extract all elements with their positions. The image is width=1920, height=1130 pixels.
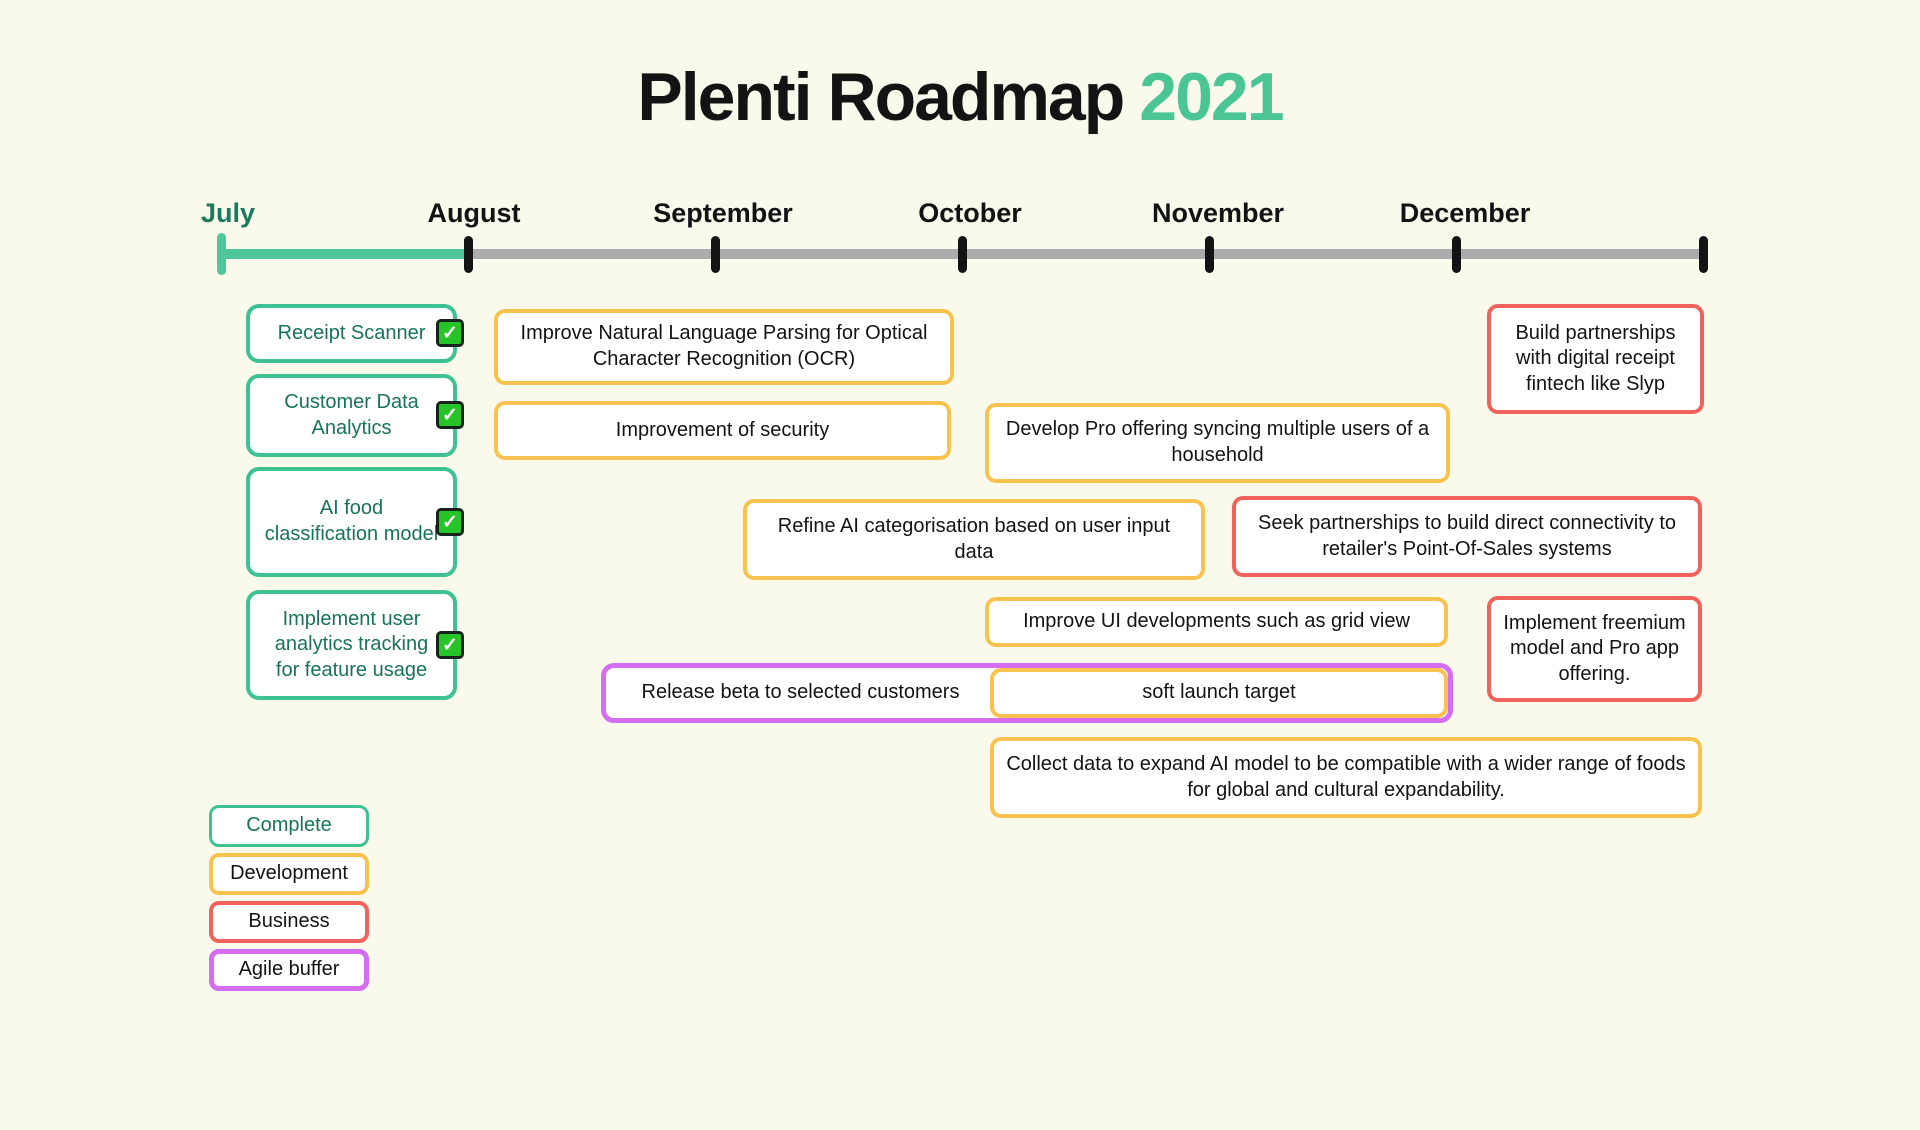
timeline-tick-november	[1205, 236, 1214, 273]
task-seek-pos-partnerships: Seek partnerships to build direct connec…	[1232, 496, 1702, 577]
month-label-november: November	[1151, 198, 1285, 228]
legend-label: Development	[230, 862, 348, 885]
task-label: Customer Data Analytics	[284, 390, 419, 439]
timeline-progress-segment	[222, 249, 469, 259]
task-label: Implement user analytics tracking for fe…	[274, 607, 429, 681]
timeline-tick-end	[1699, 236, 1708, 273]
checkbox-ai-food-classification-model[interactable]: ✓	[436, 508, 464, 536]
month-label-september: September	[653, 198, 793, 228]
task-label: AI food classification model	[264, 497, 439, 545]
timeline-tick-august	[464, 236, 473, 273]
task-label: Implement freemium model and Pro app off…	[1503, 611, 1686, 685]
task-label: Release beta to selected customers	[641, 681, 960, 704]
check-icon: ✓	[442, 634, 458, 656]
task-customer-data-analytics: Customer Data Analytics	[246, 374, 457, 457]
task-label: Improvement of security	[615, 418, 830, 441]
legend-label: Business	[248, 910, 330, 933]
task-freemium-model: Implement freemium model and Pro app off…	[1487, 596, 1702, 702]
checkbox-receipt-scanner[interactable]: ✓	[436, 319, 464, 347]
task-label: Receipt Scanner	[277, 321, 426, 344]
timeline-tick-december	[1452, 236, 1461, 273]
legend-item-complete: Complete	[209, 805, 369, 847]
checkbox-customer-data-analytics[interactable]: ✓	[436, 401, 464, 429]
legend-item-business: Business	[209, 901, 369, 943]
task-collect-data: Collect data to expand AI model to be co…	[990, 737, 1702, 818]
task-ocr-parsing: Improve Natural Language Parsing for Opt…	[494, 309, 954, 385]
check-icon: ✓	[442, 404, 458, 426]
timeline-tick-september	[711, 236, 720, 273]
task-label: Seek partnerships to build direct connec…	[1258, 511, 1676, 560]
task-refine-ai-categorisation: Refine AI categorisation based on user i…	[743, 499, 1205, 580]
task-slyp-partnerships: Build partnerships with digital receipt …	[1487, 304, 1704, 414]
checkbox-user-analytics-tracking[interactable]: ✓	[436, 631, 464, 659]
month-label-october: October	[918, 198, 1022, 228]
title-text: Plenti Roadmap	[637, 59, 1125, 135]
task-label: Develop Pro offering syncing multiple us…	[1005, 418, 1430, 466]
legend-item-development: Development	[209, 853, 369, 895]
task-ui-grid-view: Improve UI developments such as grid vie…	[985, 597, 1448, 647]
task-soft-launch-target: soft launch target	[990, 668, 1448, 718]
month-label-august: August	[427, 198, 521, 228]
task-label: Collect data to expand AI model to be co…	[1006, 752, 1686, 801]
legend-label: Complete	[246, 814, 332, 837]
task-receipt-scanner: Receipt Scanner	[246, 304, 457, 363]
task-label: Improve UI developments such as grid vie…	[1023, 610, 1410, 633]
month-label-july: July	[200, 198, 256, 228]
task-label: soft launch target	[1142, 681, 1296, 704]
timeline-tick-july	[217, 233, 226, 275]
task-label: Improve Natural Language Parsing for Opt…	[520, 322, 928, 370]
task-user-analytics-tracking: Implement user analytics tracking for fe…	[246, 590, 457, 700]
task-ai-food-classification-model: AI food classification model	[246, 467, 457, 577]
legend-item-agile-buffer: Agile buffer	[209, 949, 369, 991]
task-pro-offering: Develop Pro offering syncing multiple us…	[985, 403, 1450, 483]
legend-label: Agile buffer	[238, 958, 340, 981]
check-icon: ✓	[442, 511, 458, 533]
task-label: Build partnerships with digital receipt …	[1515, 321, 1676, 395]
task-security-improvement: Improvement of security	[494, 401, 951, 460]
timeline-tick-october	[958, 236, 967, 273]
task-label: Refine AI categorisation based on user i…	[777, 514, 1171, 563]
month-label-december: December	[1399, 198, 1531, 228]
title-year: 2021	[1139, 59, 1284, 135]
check-icon: ✓	[442, 322, 458, 344]
